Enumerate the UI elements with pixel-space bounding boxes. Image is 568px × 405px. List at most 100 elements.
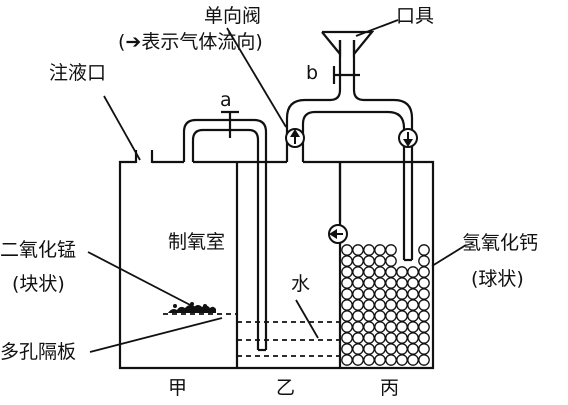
sphere <box>385 266 397 278</box>
check-valve-leader <box>226 27 287 128</box>
valve-a-label: a <box>220 89 232 111</box>
sphere <box>352 244 364 256</box>
sphere <box>341 354 353 366</box>
mouthpiece[interactable] <box>321 30 375 58</box>
sphere <box>341 343 353 355</box>
sphere <box>341 332 353 344</box>
sphere <box>352 255 364 267</box>
sphere <box>341 277 353 289</box>
sphere <box>396 310 408 322</box>
sphere <box>352 332 364 344</box>
inlet-label: 注液口 <box>49 62 106 84</box>
sphere <box>374 354 386 366</box>
mno2-lumps <box>168 302 216 313</box>
sphere <box>352 321 364 333</box>
check-valve-upper-right <box>398 128 418 148</box>
caoh2-state-label: (球状) <box>471 268 524 290</box>
container-yi-label: 乙 <box>276 377 295 399</box>
sphere <box>363 277 375 289</box>
sphere <box>418 332 430 344</box>
sphere <box>385 343 397 355</box>
sphere <box>385 277 397 289</box>
sphere <box>341 321 353 333</box>
valve-a[interactable] <box>221 110 239 138</box>
sphere <box>418 310 430 322</box>
sphere <box>407 266 419 278</box>
sphere <box>407 299 419 311</box>
sphere <box>407 343 419 355</box>
plate-leader <box>89 317 223 353</box>
sphere <box>418 299 430 311</box>
sphere <box>363 255 375 267</box>
inlet-leader <box>103 95 141 161</box>
sphere <box>396 354 408 366</box>
sphere <box>385 288 397 300</box>
mno2-leader <box>87 251 197 309</box>
sphere <box>396 288 408 300</box>
sphere <box>374 277 386 289</box>
sphere <box>385 332 397 344</box>
valve-b[interactable] <box>332 66 360 84</box>
sphere <box>363 288 375 300</box>
caoh2-leader <box>431 244 467 267</box>
sphere <box>407 277 419 289</box>
mouthpiece-leader <box>355 19 399 37</box>
sphere <box>407 310 419 322</box>
water-label: 水 <box>291 273 310 295</box>
upper-tube <box>285 40 414 262</box>
mno2-state-label: (块状) <box>12 273 65 295</box>
sphere <box>418 354 430 366</box>
sphere <box>374 266 386 278</box>
check-valve-label: 单向阀 <box>204 5 261 27</box>
caoh2-label: 氢氧化钙 <box>462 232 538 254</box>
mno2-label: 二氧化锰 <box>0 239 76 261</box>
sphere <box>363 299 375 311</box>
liquid-inlet <box>134 150 154 163</box>
sphere <box>418 288 430 300</box>
sphere <box>352 266 364 278</box>
mouthpiece-label: 口具 <box>396 5 434 27</box>
sphere <box>374 244 386 256</box>
sphere <box>418 343 430 355</box>
check-valve-upper-left <box>285 128 305 148</box>
sphere <box>396 321 408 333</box>
delivery-tube <box>182 118 268 352</box>
sphere <box>374 288 386 300</box>
sphere <box>363 321 375 333</box>
sphere <box>341 244 353 256</box>
sphere <box>374 332 386 344</box>
sphere <box>396 266 408 278</box>
sphere <box>341 299 353 311</box>
sphere <box>341 310 353 322</box>
sphere <box>352 354 364 366</box>
water-level <box>237 321 340 357</box>
sphere <box>374 299 386 311</box>
sphere <box>385 299 397 311</box>
sphere <box>396 277 408 289</box>
water-leader <box>295 299 319 339</box>
sphere <box>352 343 364 355</box>
sphere <box>352 277 364 289</box>
sphere <box>418 277 430 289</box>
sphere <box>341 266 353 278</box>
sphere <box>341 288 353 300</box>
sphere <box>374 310 386 322</box>
valve-b-label: b <box>306 62 318 84</box>
sphere <box>341 255 353 267</box>
sphere <box>363 332 375 344</box>
sphere <box>363 354 375 366</box>
container-jia-label: 甲 <box>168 377 187 399</box>
sphere <box>396 343 408 355</box>
check-valve-side <box>328 224 348 244</box>
gas-flow-note: (➔表示气体流向) <box>118 31 263 53</box>
sphere <box>407 288 419 300</box>
sphere <box>418 321 430 333</box>
sphere <box>407 321 419 333</box>
sphere <box>385 310 397 322</box>
sphere <box>352 288 364 300</box>
sphere <box>374 343 386 355</box>
porous-plate-label: 多孔隔板 <box>0 341 76 363</box>
sphere <box>363 244 375 256</box>
sphere <box>385 255 397 267</box>
sphere <box>363 343 375 355</box>
